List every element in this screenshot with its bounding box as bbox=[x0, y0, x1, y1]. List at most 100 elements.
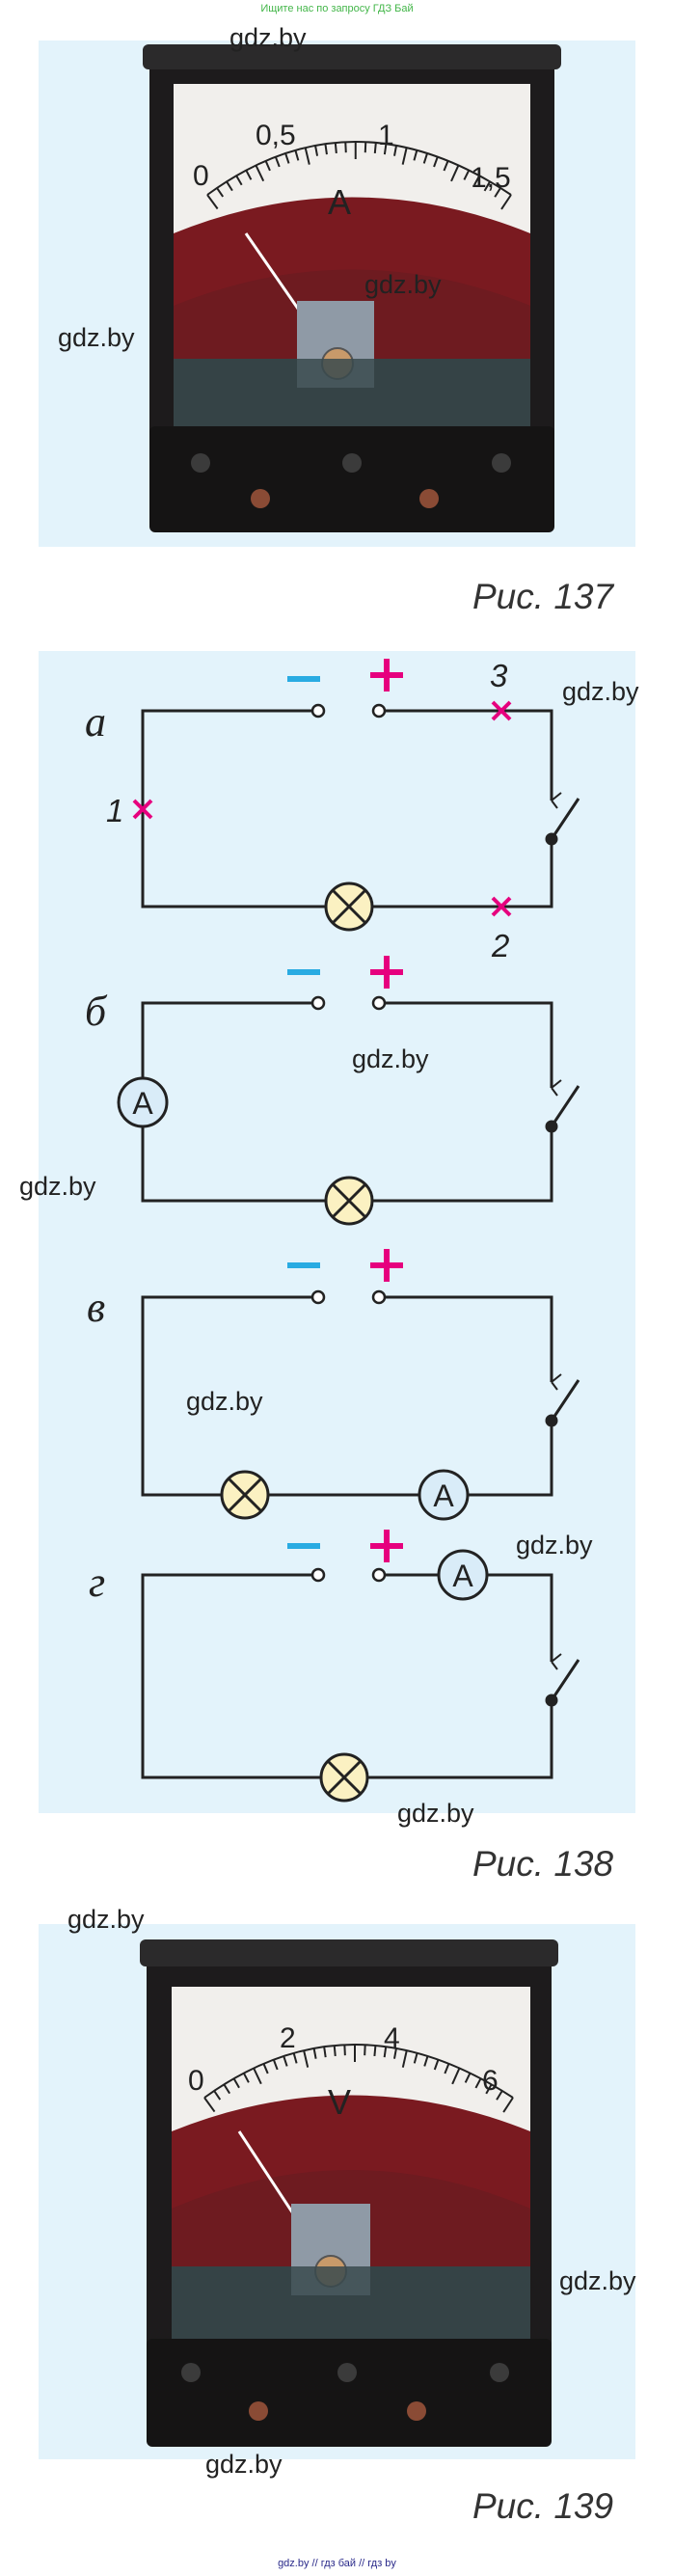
terminal-knob bbox=[251, 489, 270, 508]
scale-tick bbox=[333, 2045, 337, 2057]
scale-tick bbox=[422, 152, 429, 164]
scale-tick bbox=[494, 187, 501, 198]
wire-b bbox=[141, 1001, 553, 1203]
terminal-knob bbox=[191, 453, 210, 473]
terminal-minus bbox=[310, 703, 326, 719]
scale-tick bbox=[433, 2059, 440, 2071]
scale-tick bbox=[413, 149, 418, 161]
scale-tick bbox=[274, 156, 281, 168]
ammeter-b bbox=[117, 1076, 169, 1128]
ammeter-g bbox=[437, 1549, 489, 1601]
lamp-a bbox=[324, 881, 374, 932]
terminal-plus bbox=[371, 995, 387, 1011]
watermark-text: gdz.by bbox=[19, 1172, 96, 1201]
switch-v bbox=[550, 1379, 580, 1422]
fig138-caption: Рис. 138 bbox=[472, 1844, 614, 1884]
scale-tick bbox=[413, 2052, 418, 2064]
unit-label: A bbox=[328, 182, 351, 222]
scale-tick bbox=[284, 152, 290, 164]
scale-tick bbox=[203, 2097, 216, 2113]
switch-g bbox=[550, 1659, 580, 1701]
scale-tick bbox=[232, 2077, 240, 2089]
terminal-knob bbox=[342, 453, 362, 473]
minus-sign bbox=[287, 1543, 320, 1549]
watermark-text: gdz.by bbox=[352, 1044, 429, 1073]
scale-tick bbox=[483, 180, 491, 192]
scale-tick bbox=[206, 194, 219, 210]
terminal-knob bbox=[181, 2363, 201, 2382]
watermark-text: gdz.by bbox=[58, 323, 135, 352]
wire-a bbox=[141, 709, 553, 908]
variant-label-a: а bbox=[85, 698, 106, 746]
watermark-text: gdz.by bbox=[229, 23, 307, 52]
watermark-text: gdz.by bbox=[186, 1387, 263, 1416]
scale-tick bbox=[294, 149, 300, 161]
scale-tick bbox=[235, 175, 243, 186]
scale-tick bbox=[401, 147, 408, 165]
scale-tick bbox=[364, 2045, 366, 2056]
scale-tick bbox=[262, 2063, 269, 2074]
ammeter-symbol: A bbox=[452, 1559, 473, 1593]
variant-label-b: б bbox=[85, 988, 108, 1035]
scale-tick bbox=[433, 156, 439, 168]
scale-tick bbox=[324, 144, 328, 155]
scale-label-2: 4 bbox=[384, 2022, 400, 2054]
watermark-text: gdz.by bbox=[562, 677, 639, 706]
fig139-caption: Рис. 139 bbox=[472, 2486, 614, 2526]
scale-tick bbox=[444, 2063, 450, 2074]
scale-label-3: 6 bbox=[482, 2065, 499, 2097]
scale-label-0: 0 bbox=[193, 160, 209, 192]
minus-sign bbox=[287, 969, 320, 975]
scale-tick bbox=[264, 160, 271, 172]
scale-tick bbox=[383, 2047, 388, 2058]
terminal-minus bbox=[310, 995, 326, 1011]
scale-tick bbox=[312, 2047, 317, 2059]
variant-label-g: г bbox=[89, 1559, 105, 1606]
voltmeter-illustration: 0 2 4 6 V bbox=[140, 1939, 558, 2447]
scale-tick bbox=[393, 145, 398, 156]
fig137-panel: 0 0,5 1 1,5 A bbox=[39, 41, 635, 547]
terminal-knob bbox=[337, 2363, 357, 2382]
ammeter-v bbox=[418, 1469, 470, 1521]
scale-tick bbox=[373, 2045, 377, 2057]
scale-tick bbox=[485, 2083, 493, 2095]
meter-base bbox=[149, 426, 554, 532]
scale-tick bbox=[303, 2049, 310, 2068]
unit-label: V bbox=[328, 2082, 351, 2122]
scale-tick bbox=[500, 194, 512, 210]
scale-tick bbox=[314, 145, 319, 156]
fig139-panel: 0 2 4 6 V bbox=[39, 1924, 635, 2459]
ammeter-symbol: A bbox=[433, 1478, 454, 1513]
terminal-plus bbox=[371, 703, 387, 719]
scale-tick bbox=[255, 165, 265, 182]
footer-note: gdz.by // гдз бай // гдз by bbox=[278, 2558, 396, 2569]
terminal-knob bbox=[407, 2401, 426, 2421]
scale-tick bbox=[451, 2068, 461, 2085]
terminal-plus bbox=[371, 1567, 387, 1583]
scale-tick bbox=[450, 165, 460, 182]
scale-tick bbox=[393, 2047, 397, 2059]
watermark-text: gdz.by bbox=[397, 1799, 474, 1828]
watermark-text: gdz.by bbox=[364, 270, 442, 299]
meter-base bbox=[147, 2339, 552, 2447]
scale-tick bbox=[216, 187, 225, 198]
scale-tick bbox=[496, 2090, 503, 2101]
switch-b bbox=[550, 1085, 580, 1127]
scale-tick bbox=[364, 142, 367, 153]
fig138-panel bbox=[39, 651, 635, 1813]
minus-sign bbox=[287, 676, 320, 682]
scale-tick bbox=[226, 180, 233, 192]
scale-tick bbox=[304, 147, 310, 165]
scale-tick bbox=[323, 2047, 327, 2058]
variant-label-v: в bbox=[87, 1284, 105, 1331]
switch-a bbox=[550, 798, 580, 840]
scale-tick bbox=[464, 2073, 472, 2083]
watermark-text: gdz.by bbox=[559, 2266, 636, 2295]
scale-tick bbox=[344, 142, 347, 153]
scale-tick bbox=[383, 144, 388, 155]
terminal-knob bbox=[419, 489, 439, 508]
scale-tick bbox=[463, 170, 471, 180]
lamp-g bbox=[319, 1752, 369, 1803]
scale-label-1: 0,5 bbox=[256, 120, 296, 151]
